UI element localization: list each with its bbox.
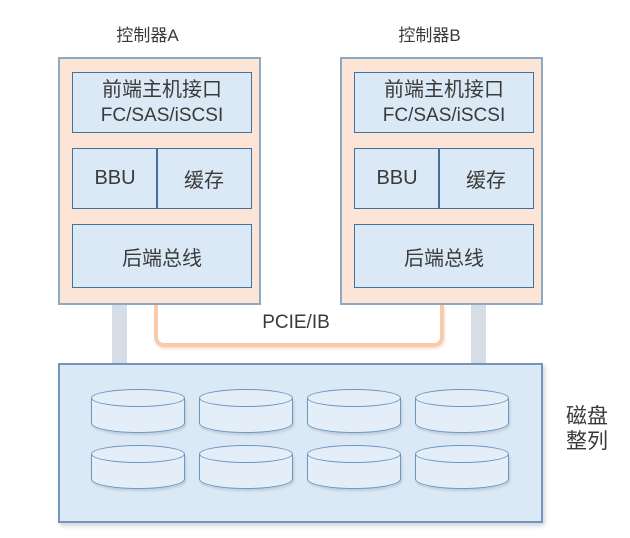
disk-array-label-line2: 整列 — [566, 430, 608, 453]
disk-row-1 — [60, 389, 541, 433]
frontend-interface-label: 前端主机接口 — [102, 78, 222, 101]
controller-a-box: 前端主机接口 FC/SAS/iSCSI BBU 缓存 后端总线 — [58, 57, 261, 305]
backend-bus-label: 后端总线 — [122, 247, 202, 270]
disk-row-2 — [60, 445, 541, 489]
pcie-ib-connector-line — [154, 305, 444, 347]
controller-b-disk-link — [471, 305, 486, 364]
controller-b-frontend-interface-box: 前端主机接口 FC/SAS/iSCSI — [354, 72, 534, 133]
disk-cylinder-top — [91, 445, 185, 463]
disk-cylinder-top — [91, 389, 185, 407]
pcie-ib-label: PCIE/IB — [262, 312, 330, 333]
controller-b-backend-bus-box: 后端总线 — [354, 224, 534, 288]
bbu-cache-divider — [156, 149, 158, 208]
frontend-protocols-label: FC/SAS/iSCSI — [382, 104, 506, 126]
controller-b-bbu-cache-box: BBU 缓存 — [354, 148, 534, 209]
controller-b-title: 控制器B — [398, 26, 461, 45]
disk-cylinder — [91, 445, 185, 489]
backend-bus-label: 后端总线 — [404, 247, 484, 270]
controller-b-box: 前端主机接口 FC/SAS/iSCSI BBU 缓存 后端总线 — [340, 57, 543, 305]
bbu-cache-divider — [438, 149, 440, 208]
bbu-label: BBU — [94, 167, 136, 189]
disk-cylinder-top — [415, 389, 509, 407]
disk-cylinder — [199, 445, 293, 489]
disk-cylinder — [307, 389, 401, 433]
disk-cylinder-top — [307, 389, 401, 407]
disk-cylinder-top — [199, 445, 293, 463]
disk-cylinder-top — [307, 445, 401, 463]
disk-array-box — [58, 363, 543, 523]
disk-cylinder — [199, 389, 293, 433]
controller-a-disk-link — [112, 305, 127, 364]
disk-array-label: 磁盘 整列 — [566, 404, 608, 454]
bbu-label: BBU — [376, 167, 418, 189]
controller-a-bbu-cache-box: BBU 缓存 — [72, 148, 252, 209]
disk-cylinder — [91, 389, 185, 433]
controller-a-frontend-interface-box: 前端主机接口 FC/SAS/iSCSI — [72, 72, 252, 133]
disk-cylinder — [415, 445, 509, 489]
controller-a-title: 控制器A — [116, 26, 179, 45]
frontend-protocols-label: FC/SAS/iSCSI — [100, 104, 224, 126]
disk-array-label-line1: 磁盘 — [566, 405, 608, 428]
disk-cylinder — [415, 389, 509, 433]
cache-label: 缓存 — [184, 170, 224, 192]
disk-cylinder-top — [199, 389, 293, 407]
disk-cylinder — [307, 445, 401, 489]
frontend-interface-label: 前端主机接口 — [384, 78, 504, 101]
cache-label: 缓存 — [466, 170, 506, 192]
controller-a-backend-bus-box: 后端总线 — [72, 224, 252, 288]
disk-cylinder-top — [415, 445, 509, 463]
